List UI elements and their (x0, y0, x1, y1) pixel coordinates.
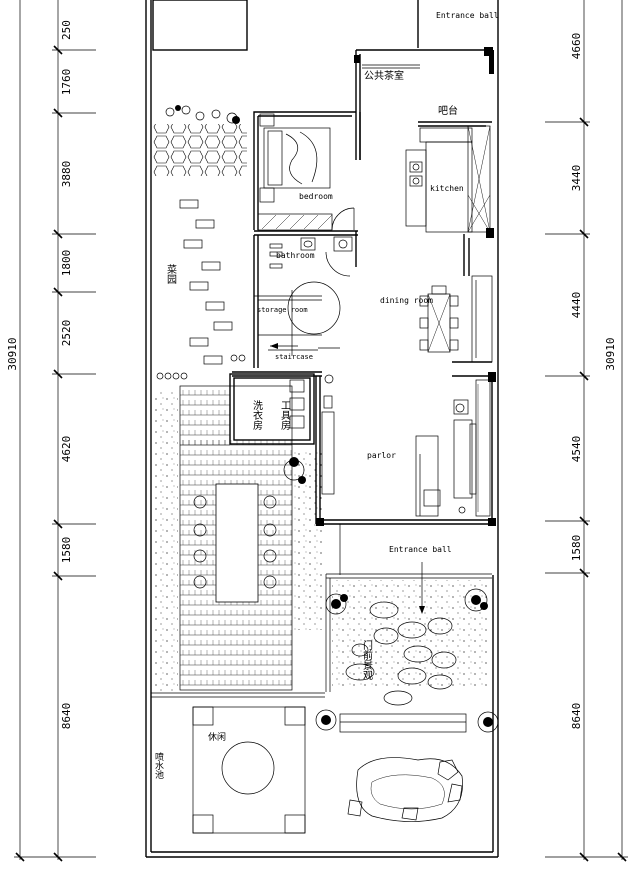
room-storage: storage room staircase (253, 235, 341, 368)
site-boundary (145, 0, 499, 858)
dim-left-2: 1760 (60, 69, 73, 96)
label-pond: 喷水池 (153, 752, 164, 779)
label-tool-room: 工具房 (279, 400, 291, 431)
room-bedroom: bedroom (253, 111, 361, 231)
shrub-outlines (283, 459, 499, 733)
label-laundry: 洗衣房 (251, 400, 263, 431)
dim-right-5: 1580 (570, 535, 583, 562)
wooden-deck (153, 385, 322, 692)
room-gongyi: 公共茶室 (354, 50, 420, 112)
label-gongyi: 公共茶室 (364, 69, 404, 82)
label-parlor: parlor (367, 451, 396, 460)
dim-right-1: 4660 (570, 33, 583, 60)
label-dining: dining room (380, 296, 433, 305)
label-bathroom: bathroom (276, 251, 315, 260)
dim-left-6: 4620 (60, 436, 73, 463)
right-dimension-chain: 4660 3440 4440 4540 1580 8640 30910 (545, 0, 628, 862)
dim-right-6: 8640 (570, 703, 583, 730)
dim-left-7: 1580 (60, 537, 73, 564)
label-garden: 菜园 (165, 264, 177, 285)
label-stairs: staircase (275, 353, 313, 361)
room-dining: dining room (380, 275, 493, 363)
dim-right-3: 4440 (570, 292, 583, 319)
pavilion: 休闲 喷水池 (153, 706, 463, 834)
room-kitchen: kitchen 吧台 (359, 104, 494, 276)
label-front-yard: 门前景观 (361, 639, 373, 681)
entrance-hall-top: Entrance ball (356, 0, 499, 74)
label-jingguan: 吧台 (438, 104, 458, 117)
mid-walls (232, 361, 496, 382)
label-storage: storage room (257, 306, 308, 314)
room-laundry: 洗衣房 工具房 (229, 373, 315, 445)
dim-left-3: 3880 (60, 161, 73, 188)
label-pavilion: 休闲 (208, 731, 226, 743)
dim-left-1: 250 (60, 20, 73, 40)
label-bedroom: bedroom (299, 192, 333, 201)
dim-right-total: 30910 (604, 337, 617, 370)
dim-right-4: 4540 (570, 436, 583, 463)
dim-left-total: 30910 (6, 337, 19, 370)
label-kitchen: kitchen (430, 184, 464, 193)
room-parlor: parlor (315, 374, 496, 526)
label-entrance-top: Entrance ball (436, 11, 499, 20)
dim-left-4: 1800 (60, 250, 73, 277)
dim-left-8: 8640 (60, 703, 73, 730)
front-yard: 门前景观 (332, 580, 490, 733)
dim-left-5: 2520 (60, 320, 73, 347)
dim-right-2: 3440 (570, 165, 583, 192)
left-dimension-chain: 250 1760 3880 1800 2520 4620 1580 8640 3… (6, 0, 96, 862)
label-entrance-bottom: Entrance ball (389, 545, 452, 554)
room-bathroom: bathroom (254, 230, 358, 277)
vegetable-garden: 菜园 (153, 105, 247, 380)
